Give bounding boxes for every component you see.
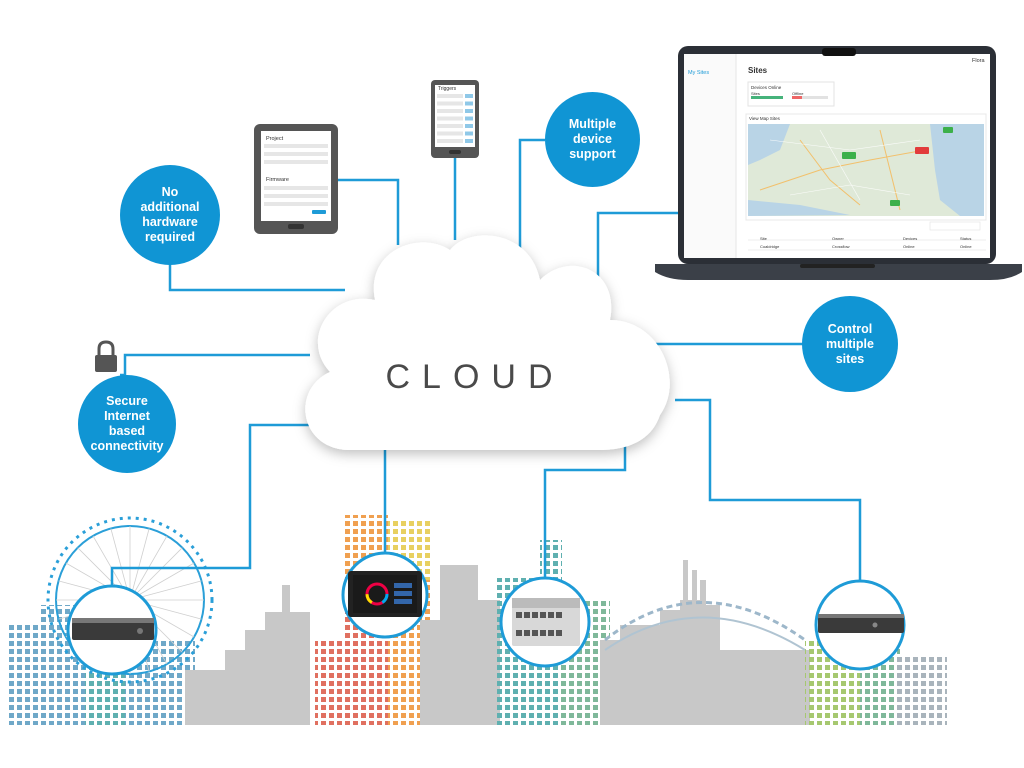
bubble-multiple-device: Multiple device support xyxy=(545,92,640,187)
phone-title: Triggers xyxy=(438,86,457,92)
laptop-table-header-status: Status xyxy=(960,236,972,241)
laptop-sidebar-link: My Sites xyxy=(688,70,710,76)
tablet-section-project: Project xyxy=(266,136,284,142)
laptop-table-cell-site: Coaldridge xyxy=(760,244,780,249)
laptop-table-cell-status: Online xyxy=(960,244,972,249)
laptop-card-stat1: Sites xyxy=(751,91,760,96)
device-circle-rack-left xyxy=(66,584,158,676)
device-circle-controller xyxy=(499,576,591,668)
device-circle-rack-right xyxy=(814,579,906,671)
laptop-page-title: Sites xyxy=(748,66,768,75)
laptop-map-title: View Map Sites xyxy=(749,116,780,121)
cloud-shape xyxy=(305,235,670,450)
laptop-user-label: Flora xyxy=(972,58,985,64)
laptop-card-title: Devices Online xyxy=(751,85,782,90)
bubble-control-sites: Control multiple sites xyxy=(802,296,898,392)
tablet-device xyxy=(254,124,338,234)
laptop-table-cell-devices: Online xyxy=(903,244,915,249)
laptop-table-header-owner: Owner xyxy=(832,236,844,241)
bubble-no-hardware: No additional hardware required xyxy=(120,165,220,265)
laptop-device xyxy=(655,46,1022,280)
bubble-secure: Secure Internet based connectivity xyxy=(78,375,176,473)
laptop-table-header-devices: Devices xyxy=(903,236,918,241)
lock-icon xyxy=(95,340,117,372)
laptop-table-header-site: Site xyxy=(760,236,767,241)
connection-lines xyxy=(110,138,862,590)
ferris-wheel xyxy=(46,516,214,684)
tablet-section-firmware: Firmware xyxy=(266,177,289,183)
cloud-label: CLOUD xyxy=(385,358,565,396)
laptop-table-cell-owner: Crossflow xyxy=(832,244,850,249)
laptop-card-stat2: Offline xyxy=(792,91,804,96)
phone-device xyxy=(431,80,479,158)
device-circle-touch-panel xyxy=(341,551,429,639)
